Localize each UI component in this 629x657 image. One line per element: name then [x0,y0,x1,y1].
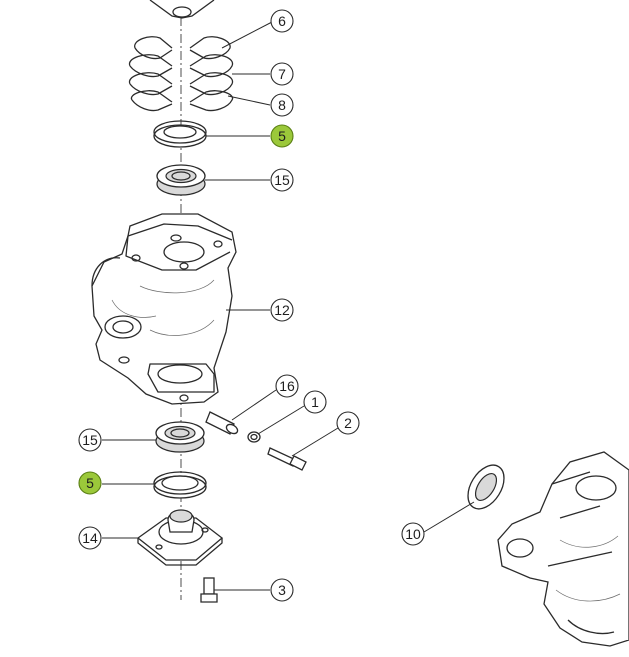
callout-label: 6 [278,13,286,29]
bolt [267,447,307,471]
callout-label: 15 [274,172,290,188]
callout-label: 3 [278,582,286,598]
top-cap-fragment [149,0,215,19]
bearing-top [156,164,206,196]
callout-label: 2 [344,415,352,431]
callout-7: 7 [270,62,294,86]
callout-label: 15 [82,432,98,448]
screw [200,577,218,603]
callout-14: 14 [78,526,102,550]
callout-3: 3 [270,578,294,602]
pin [205,411,239,435]
callout-15-top: 15 [270,168,294,192]
callout-2: 2 [336,411,360,435]
ball-joint-plate [136,509,224,566]
spring-washers-6-7-8 [128,36,234,112]
callout-label: 5 [86,475,94,491]
steering-knuckle [91,213,237,405]
callout-label: 1 [311,394,319,410]
callout-label: 16 [279,378,295,394]
callout-label: 5 [278,128,286,144]
nut [247,431,261,443]
shaft-seal [467,464,505,510]
callout-15-bottom: 15 [78,428,102,452]
leader-lines [102,21,475,591]
callout-label: 10 [405,526,421,542]
callout-16: 16 [275,374,299,398]
callout-10: 10 [401,522,425,546]
seal-ring-bottom [153,471,207,499]
callout-label: 12 [274,302,290,318]
callout-label: 8 [278,97,286,113]
bearing-bottom [155,421,205,453]
callout-label: 7 [278,66,286,82]
callout-6: 6 [270,9,294,33]
assembled-knuckle-view [497,451,629,647]
callout-12: 12 [270,298,294,322]
callout-1: 1 [303,390,327,414]
callout-5-bottom: 5 [78,471,102,495]
callout-label: 14 [82,530,98,546]
callout-8: 8 [270,93,294,117]
seal-ring-top [153,120,207,148]
callout-5-top: 5 [270,124,294,148]
